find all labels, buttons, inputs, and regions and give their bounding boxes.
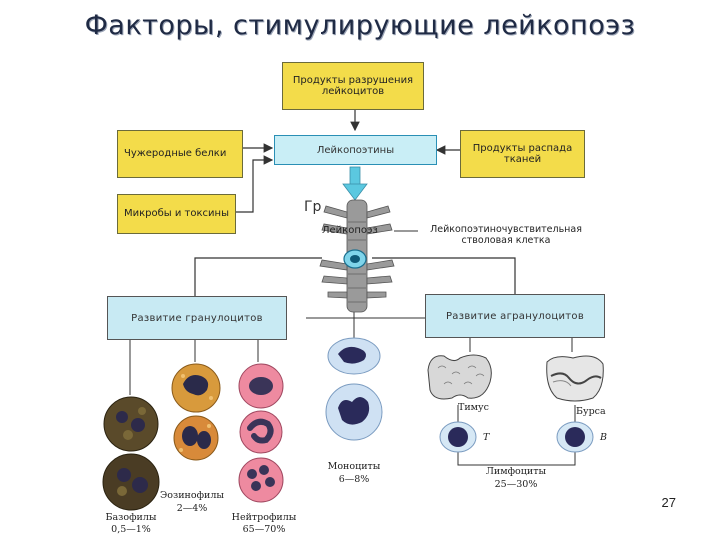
microbes-toxins-box: Микробы и токсины (117, 194, 236, 234)
monocytes-percent: 6—8% (338, 474, 370, 485)
b-lymphocyte-illustration (556, 421, 594, 453)
leukopoietins-box: Лейкопоэтины (274, 135, 437, 165)
granulocyte-development-box: Развитие гранулоцитов (107, 296, 287, 340)
thymus-label: Тимус (458, 402, 489, 413)
agranulocyte-development-box: Развитие агранулоцитов (425, 294, 605, 338)
lymphocytes-label: Лимфоциты (485, 466, 547, 477)
neutrophils-label: Нейтрофилы (231, 512, 297, 523)
bursa-illustration (546, 355, 604, 402)
page-title: Факторы, стимулирующие лейкопоэз (84, 10, 636, 41)
tissue-products-box: Продукты распада тканей (460, 130, 585, 178)
arrow-microbes-to-leukopoietins (236, 155, 274, 213)
basophil-cells-illustration (102, 396, 160, 511)
eosinophil-cells-illustration (171, 363, 221, 461)
products-destruction-box: Продукты разрушения лейкоцитов (282, 62, 424, 110)
page-number: 27 (661, 495, 676, 510)
thymus-illustration (427, 354, 492, 400)
leukopoiesis-label: Лейкопоэз (322, 225, 378, 236)
t-cell-label: T (483, 432, 490, 443)
neutrophil-cells-illustration (238, 363, 284, 503)
foreign-proteins-box: Чужеродные белки (117, 130, 243, 178)
basophils-percent: 0,5—1% (111, 524, 151, 535)
eosinophils-percent: 2—4% (176, 503, 208, 514)
neutrophils-percent: 65—70% (242, 524, 286, 535)
t-lymphocyte-illustration (439, 421, 477, 453)
monocyte-cells-illustration (325, 337, 383, 441)
gr-label: Гр (304, 199, 322, 215)
b-cell-label: B (600, 432, 607, 443)
branch-right (372, 257, 516, 294)
stem-cell-icon (343, 249, 367, 269)
branch-left (194, 257, 322, 296)
stem-cell-label: Лейкопоэтиночувствительная стволовая кле… (430, 224, 582, 247)
lymphocytes-percent: 25—30% (494, 479, 538, 490)
leukopoietin-arrow (342, 166, 368, 201)
monocytes-label: Моноциты (327, 461, 381, 472)
basophils-label: Базофилы (105, 512, 157, 523)
bursa-label: Бурса (576, 406, 606, 417)
eosinophils-label: Эозинофилы (160, 490, 224, 501)
